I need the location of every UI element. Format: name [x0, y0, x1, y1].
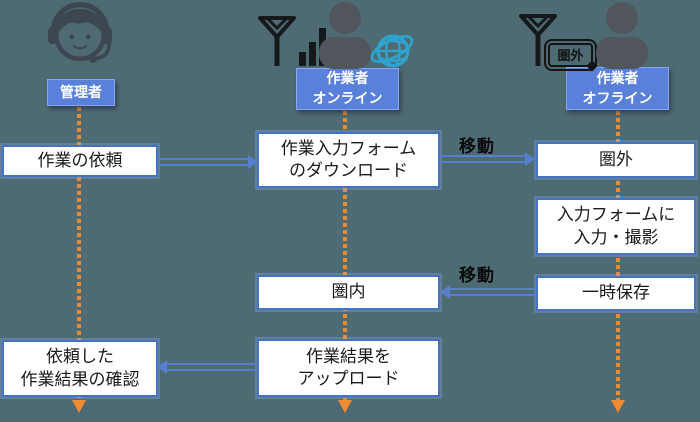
move-label-1: 移動 [459, 137, 495, 156]
arrowhead-left-icon [157, 360, 167, 374]
out-of-service-badge: 圏外 [544, 39, 597, 71]
step-box-download-form: 作業入力フォーム のダウンロード [257, 132, 440, 188]
step-box-in-range: 圏内 [257, 275, 440, 310]
operator-headset-icon [45, 2, 115, 73]
arrowhead-right-icon [248, 155, 258, 169]
connector-download-to-out-of-range [440, 155, 526, 163]
arrowhead-right-icon [525, 152, 535, 166]
step-box-request: 作業の依頼 [2, 145, 158, 177]
move-label-2: 移動 [459, 266, 495, 285]
actor-label-worker-online: 作業者 オンライン [296, 68, 399, 110]
worker-online-lifeline [343, 111, 347, 400]
arrowhead-left-icon [440, 285, 450, 299]
step-box-out-of-range: 圏外 [536, 142, 696, 178]
worker-online-lifeline-arrow-icon [338, 400, 352, 413]
actor-label-manager: 管理者 [47, 79, 115, 106]
antenna-no-signal-icon [518, 13, 558, 72]
connector-request-to-download [158, 158, 249, 166]
person-icon [316, 1, 374, 74]
manager-lifeline [77, 107, 81, 400]
connector-upload-to-confirm [167, 363, 258, 371]
globe-network-icon [366, 27, 416, 76]
worker-offline-lifeline [616, 111, 620, 400]
step-box-confirm-results: 依頼した 作業結果の確認 [2, 340, 158, 397]
worker-offline-lifeline-arrow-icon [611, 400, 625, 413]
person-icon [593, 1, 651, 74]
step-box-temp-save: 一時保存 [536, 276, 696, 311]
connector-temp-save-to-in-range [450, 288, 536, 296]
step-box-upload-results: 作業結果を アップロード [257, 339, 440, 397]
step-box-fill-form: 入力フォームに 入力・撮影 [536, 198, 696, 255]
manager-lifeline-arrow-icon [72, 400, 86, 413]
